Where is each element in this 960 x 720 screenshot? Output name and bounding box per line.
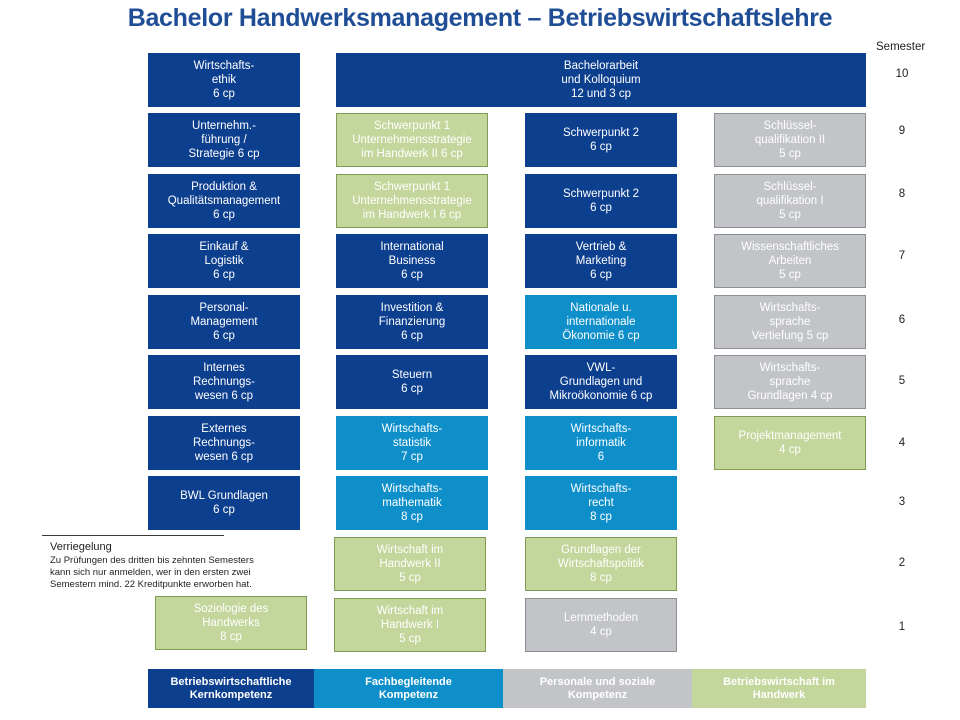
- module-externes-rechnungswesen: Externes Rechnungs- wesen 6 cp: [148, 416, 300, 470]
- module-wirtschaft-im-handwerk-i: Wirtschaft im Handwerk I 5 cp: [334, 598, 486, 652]
- semester-number-5: 5: [898, 375, 906, 387]
- module-schluesselqualifikation-ii: Schlüssel- qualifikation II 5 cp: [714, 113, 866, 167]
- semester-heading: Semester: [876, 41, 926, 53]
- module-schwerpunkt1-i: Schwerpunkt 1 Unternehmensstrategie im H…: [336, 174, 488, 228]
- semester-number-1: 1: [898, 621, 906, 633]
- module-wirtschaftsrecht: Wirtschafts- recht 8 cp: [525, 476, 677, 530]
- module-wirtschaftssprache-grundlagen: Wirtschafts- sprache Grundlagen 4 cp: [714, 355, 866, 409]
- module-wirtschaft-im-handwerk-ii: Wirtschaft im Handwerk II 5 cp: [334, 537, 486, 591]
- semester-number-6: 6: [898, 314, 906, 326]
- module-internes-rechnungswesen: Internes Rechnungs- wesen 6 cp: [148, 355, 300, 409]
- note-title: Verriegelung: [50, 541, 112, 553]
- semester-number-3: 3: [898, 496, 906, 508]
- module-produktion-qualitaetsmanagement: Produktion & Qualitätsmanagement 6 cp: [148, 174, 300, 228]
- module-wirtschaftsinformatik: Wirtschafts- informatik 6: [525, 416, 677, 470]
- note-divider: [42, 535, 224, 536]
- legend-kernkompetenz: Betriebswirtschaftliche Kernkompetenz: [148, 669, 314, 708]
- module-wirtschaftsethik: Wirtschafts- ethik 6 cp: [148, 53, 300, 107]
- module-vertrieb-marketing: Vertrieb & Marketing 6 cp: [525, 234, 677, 288]
- module-vwl-grundlagen: VWL- Grundlagen und Mikroökonomie 6 cp: [525, 355, 677, 409]
- note-text: Zu Prüfungen des dritten bis zehnten Sem…: [50, 555, 254, 590]
- module-schwerpunkt2-8: Schwerpunkt 2 6 cp: [525, 174, 677, 228]
- module-lernmethoden: Lernmethoden 4 cp: [525, 598, 677, 652]
- module-nationale-internationale-oekonomie: Nationale u. internationale Ökonomie 6 c…: [525, 295, 677, 349]
- page-title: Bachelor Handwerksmanagement – Betriebsw…: [127, 4, 833, 32]
- semester-number-2: 2: [898, 557, 906, 569]
- module-wirtschaftsmathematik: Wirtschafts- mathematik 8 cp: [336, 476, 488, 530]
- module-steuern: Steuern 6 cp: [336, 355, 488, 409]
- module-international-business: International Business 6 cp: [336, 234, 488, 288]
- semester-number-4: 4: [898, 437, 906, 449]
- module-investition-finanzierung: Investition & Finanzierung 6 cp: [336, 295, 488, 349]
- module-bwl-grundlagen: BWL Grundlagen 6 cp: [148, 476, 300, 530]
- legend-personale-soziale-kompetenz: Personale und soziale Kompetenz: [503, 669, 692, 708]
- module-wirtschaftsstatistik: Wirtschafts- statistik 7 cp: [336, 416, 488, 470]
- semester-number-9: 9: [898, 125, 906, 137]
- module-schwerpunkt1-ii: Schwerpunkt 1 Unternehmensstrategie im H…: [336, 113, 488, 167]
- module-unternehmensfuehrung: Unternehm.- führung / Strategie 6 cp: [148, 113, 300, 167]
- module-personalmanagement: Personal- Management 6 cp: [148, 295, 300, 349]
- module-grundlagen-wirtschaftspolitik: Grundlagen der Wirtschaftspolitik 8 cp: [525, 537, 677, 591]
- module-schluesselqualifikation-i: Schlüssel- qualifikation I 5 cp: [714, 174, 866, 228]
- legend-betriebswirtschaft-im-handwerk: Betriebswirtschaft im Handwerk: [692, 669, 866, 708]
- semester-number-8: 8: [898, 188, 906, 200]
- module-einkauf-logistik: Einkauf & Logistik 6 cp: [148, 234, 300, 288]
- module-schwerpunkt2-9: Schwerpunkt 2 6 cp: [525, 113, 677, 167]
- module-bachelorarbeit-kolloquium: Bachelorarbeit und Kolloquium 12 und 3 c…: [336, 53, 866, 107]
- module-projektmanagement: Projektmanagement 4 cp: [714, 416, 866, 470]
- module-soziologie-des-handwerks: Soziologie des Handwerks 8 cp: [155, 596, 307, 650]
- module-wirtschaftssprache-vertiefung: Wirtschafts- sprache Vertiefung 5 cp: [714, 295, 866, 349]
- legend-fachbegleitende-kompetenz: Fachbegleitende Kompetenz: [314, 669, 503, 708]
- semester-number-7: 7: [898, 250, 906, 262]
- module-wissenschaftliches-arbeiten: Wissenschaftliches Arbeiten 5 cp: [714, 234, 866, 288]
- semester-number-10: 10: [895, 68, 909, 80]
